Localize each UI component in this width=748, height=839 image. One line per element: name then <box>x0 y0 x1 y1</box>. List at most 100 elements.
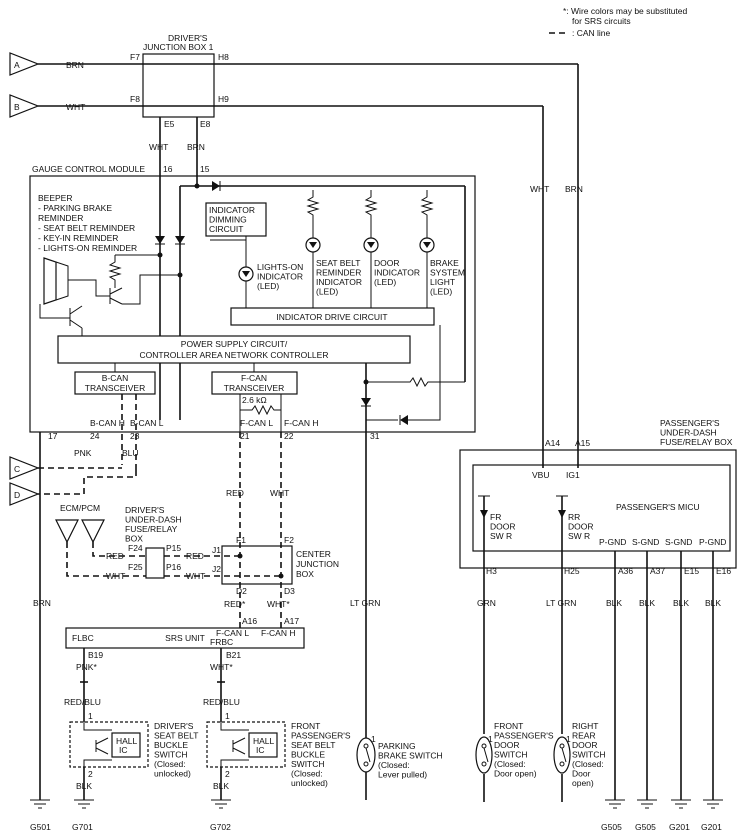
can-terminator-value: 2.6 kΩ <box>242 395 267 405</box>
micu-pgnd-1: P-GND <box>599 537 626 547</box>
svg-text:B: B <box>14 102 20 112</box>
wire-wht-gcm-label: WHT <box>149 142 168 152</box>
wire-pnk-star-label: PNK* <box>76 662 97 672</box>
dudb-label-line: UNDER-DASH <box>125 515 182 525</box>
gcm-pin-22: 22 <box>284 431 294 441</box>
wire-wht-ecm-label: WHT <box>106 571 125 581</box>
parking-label-line: PARKING <box>378 741 416 751</box>
gcm-pin-17: 17 <box>48 431 58 441</box>
jb1-pin-f8: F8 <box>130 94 140 104</box>
ground-label: G201 <box>701 822 722 832</box>
connector-d: D <box>9 482 40 506</box>
brake-diode <box>400 415 408 425</box>
seat-belt-label-line: (LED) <box>316 287 338 297</box>
pudb-pin-e15: E15 <box>684 566 699 576</box>
jb1-pin-f7: F7 <box>130 52 140 62</box>
front-door-label-line: Door open) <box>494 769 537 779</box>
wire-red-ecm-label: RED <box>106 551 124 561</box>
ecm-pcm-connector-2 <box>81 519 105 544</box>
gcm-pin-31: 31 <box>370 431 380 441</box>
dimming-label-line: INDICATOR <box>209 205 255 215</box>
jb1-title-2: JUNCTION BOX 1 <box>143 42 214 52</box>
front-buckle-pin-1: 1 <box>225 711 230 721</box>
connector-b: B <box>9 94 40 118</box>
wire-wht-a14-label: WHT <box>530 184 549 194</box>
rear-door-label-line: DOOR <box>572 740 598 750</box>
legend-can-label: : CAN line <box>572 28 611 38</box>
front-door-label-line: SWITCH <box>494 750 528 760</box>
fr-door-label-line: DOOR <box>490 522 516 532</box>
driver-hall-label-1: HALL <box>116 736 138 746</box>
svg-text:A: A <box>14 60 20 70</box>
driver-buckle-label-line: BUCKLE <box>154 740 188 750</box>
pudb-label-line: FUSE/RELAY BOX <box>660 437 733 447</box>
wire-blk-a36-label: BLK <box>606 598 622 608</box>
cjb-label-line: BOX <box>296 569 314 579</box>
wire-brn-label: BRN <box>66 60 84 70</box>
ground-label: G505 <box>635 822 656 832</box>
driver-hall-label-2: IC <box>119 745 128 755</box>
front-door-pin-1: 1 <box>488 734 493 744</box>
rear-door-label-line: RIGHT <box>572 721 598 731</box>
rr-door-label-line: SW R <box>568 531 590 541</box>
gcm-pin-16: 16 <box>163 164 173 174</box>
beeper-label-line: - SEAT BELT REMINDER <box>38 223 135 233</box>
cjb-pin-d2: D2 <box>236 586 247 596</box>
front-buckle-label-line: FRONT <box>291 721 320 731</box>
wire-red-cjb-label: RED <box>186 551 204 561</box>
ecm-pcm-label: ECM/PCM <box>60 503 100 513</box>
ground-icon <box>671 799 691 809</box>
driver-under-dash-box <box>145 547 165 579</box>
srs-unit-label: SRS UNIT <box>165 633 205 643</box>
front-buckle-switch <box>206 721 286 768</box>
ground-label: G702 <box>210 822 231 832</box>
wire-blk-e15-label: BLK <box>673 598 689 608</box>
cjb-label-line: CENTER <box>296 549 331 559</box>
beeper-label-line: - KEY-IN REMINDER <box>38 233 118 243</box>
wire-wht-label: WHT <box>66 102 85 112</box>
front-buckle-label-line: (Closed: <box>291 769 323 779</box>
indicator-drive-circuit <box>230 307 435 326</box>
parking-label-line: BRAKE SWITCH <box>378 751 443 761</box>
f-can-label-2: TRANSCEIVER <box>224 383 284 393</box>
wire-ltgrn-label: LT GRN <box>350 598 380 608</box>
fr-door-label-line: SW R <box>490 531 512 541</box>
wire-blu-label: BLU <box>122 448 139 458</box>
dudb-pin-f24: F24 <box>128 543 143 553</box>
srs-pin-b19: B19 <box>88 650 103 660</box>
pudb-pin-a15: A15 <box>575 438 590 448</box>
front-buckle-label-line: unlocked) <box>291 778 328 788</box>
front-hall-label-2: IC <box>256 745 265 755</box>
legend-note-2: for SRS circuits <box>572 16 631 26</box>
pudb-label-line: UNDER-DASH <box>660 428 717 438</box>
can-terminator-resistor <box>240 404 281 416</box>
gcm-diode-16 <box>155 236 165 244</box>
parking-diode <box>361 398 371 406</box>
door-label-line: (LED) <box>374 277 396 287</box>
beeper-label-line: BEEPER <box>38 193 73 203</box>
srs-pin-b21: B21 <box>226 650 241 660</box>
gcm-pin-24: 24 <box>90 431 100 441</box>
driver-buckle-switch <box>69 721 149 768</box>
srs-unit <box>65 627 305 649</box>
parking-label-line: Lever pulled) <box>378 770 427 780</box>
ground-icon <box>637 799 657 809</box>
cjb-pin-f1: F1 <box>236 535 246 545</box>
connector-a: A <box>9 52 40 76</box>
svg-text:C: C <box>14 464 20 474</box>
ground-icon <box>703 799 723 809</box>
brake-label-line: (LED) <box>430 287 452 297</box>
rear-door-label-line: (Closed: <box>572 759 604 769</box>
front-door-label-line: DOOR <box>494 740 520 750</box>
wire-wht-cjb-label: WHT <box>186 571 205 581</box>
front-hall-label-1: HALL <box>253 736 275 746</box>
dudb-label-line: FUSE/RELAY <box>125 524 178 534</box>
power-supply-can-controller <box>57 335 411 364</box>
connector-c: C <box>9 456 40 480</box>
pudb-pin-h3: H3 <box>486 566 497 576</box>
